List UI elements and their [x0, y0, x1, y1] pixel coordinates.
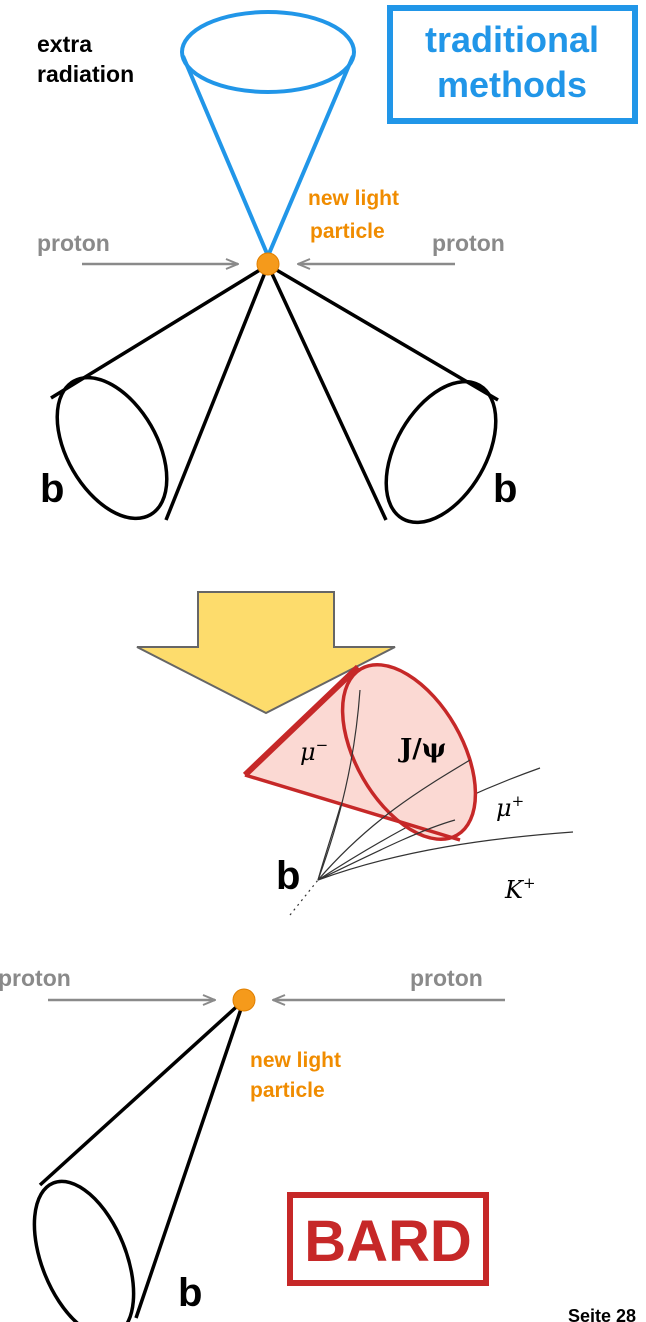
interaction-point-top: [256, 252, 280, 276]
mu-plus-label: μ+: [496, 792, 524, 822]
new-light-particle-line1: new light: [308, 187, 399, 210]
extra-radiation-cone: [180, 10, 356, 257]
b-jet-cone-left: [50, 263, 270, 521]
new-light-particle-line2: particle: [310, 220, 385, 243]
extra-radiation-line1: extra: [37, 31, 92, 57]
b-label-lower: b: [178, 1271, 202, 1315]
b-jet-cone-right: [266, 263, 499, 525]
b-jet-cone-lower: [32, 998, 246, 1322]
bard-label: BARD: [304, 1209, 472, 1274]
k-plus-label: K+: [504, 874, 536, 904]
interaction-point-bottom: [232, 988, 256, 1012]
traditional-methods-line1: traditional: [425, 19, 599, 60]
bard-box: [287, 1192, 489, 1286]
proton-left-label-bottom: proton: [0, 965, 71, 991]
b-label-upper: b: [276, 854, 300, 898]
new-light-particle-line1-bottom: new light: [250, 1049, 341, 1072]
transition-arrow: [136, 591, 396, 715]
proton-right-label: proton: [432, 230, 505, 256]
decay-tracks-inner: [289, 689, 471, 916]
traditional-methods-line2: methods: [437, 64, 587, 105]
extra-radiation-line2: radiation: [37, 61, 134, 87]
mu-minus-label: μ−: [300, 736, 328, 766]
b-label-left: b: [40, 467, 64, 511]
proton-right-label-bottom: proton: [410, 965, 483, 991]
traditional-methods-box: [387, 5, 638, 124]
jpsi-label: J/ψ: [398, 734, 446, 764]
b-label-right: b: [493, 467, 517, 511]
page-number: Seite 28: [568, 1306, 636, 1322]
new-light-particle-line2-bottom: particle: [250, 1079, 325, 1102]
proton-left-label: proton: [37, 230, 110, 256]
